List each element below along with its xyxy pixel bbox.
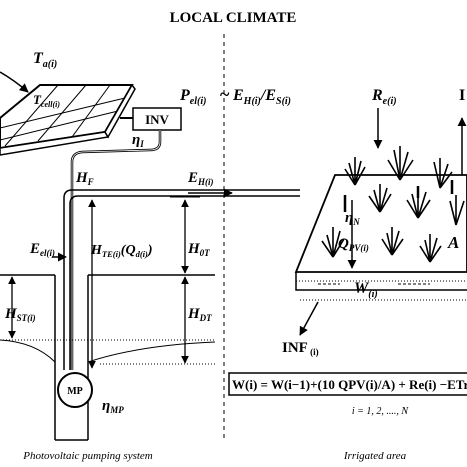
pv-discharge-label: QPV(i)	[338, 236, 369, 253]
hydraulic-energy-label: EH(i)	[187, 170, 214, 187]
crop-plants	[321, 146, 465, 263]
water-balance-equation: W(i) = W(i−1)+(10 QPV(i)/A) + Re(i) −ETr…	[232, 377, 467, 392]
irrigated-field	[294, 174, 467, 301]
static-water-head-label: HST(i)	[4, 306, 36, 323]
pv-panel	[0, 83, 136, 156]
water-emitters	[343, 180, 454, 212]
discharge-pipe	[63, 189, 300, 370]
water-balance-box	[228, 372, 467, 396]
well-casing	[54, 275, 89, 441]
motor-pump-label: MP	[67, 386, 83, 397]
caption-irrigated-area: Irrigated area	[343, 450, 407, 462]
ambient-temperature-label: Ta(i)	[33, 50, 57, 70]
time-index-label: i = 1, 2, ...., N	[352, 406, 410, 417]
caption-pumping-system: Photovoltaic pumping system	[22, 450, 153, 462]
network-efficiency-label: ηN	[345, 210, 360, 227]
sun-ray-arrow	[0, 71, 29, 93]
friction-head-label: HF	[75, 170, 94, 187]
infiltration-arrow	[299, 301, 319, 336]
diagram-title: LOCAL CLIMATE	[170, 10, 297, 26]
inverter-label: INV	[145, 112, 169, 127]
soil-water-label: W(i)	[354, 280, 378, 300]
dynamic-head-label: HDT	[187, 306, 212, 323]
energy-ratio-label: EH(i)/ES(i)	[232, 87, 291, 107]
right-edge-label-partial: I	[459, 87, 465, 104]
total-head-label: HTE(i)(Qd(i))	[90, 243, 153, 259]
area-label: A	[447, 233, 459, 252]
rainfall-label: Re(i)	[371, 87, 397, 107]
pump-efficiency-label: ηMP	[102, 398, 124, 415]
electrical-energy-label: Eel(i)	[29, 241, 55, 258]
inverter-box	[132, 107, 182, 131]
electrical-power-label: Pel(i)	[179, 87, 206, 107]
approx-symbol: ~	[220, 84, 230, 104]
static-head-label: H0T	[187, 241, 210, 258]
cell-temperature-label: Tcell(i)	[33, 92, 60, 109]
infiltration-label: INF (i)	[282, 340, 319, 357]
drawdown-cone	[0, 339, 216, 363]
motor-pump	[57, 372, 93, 408]
inverter-efficiency-label: ηI	[132, 132, 144, 149]
